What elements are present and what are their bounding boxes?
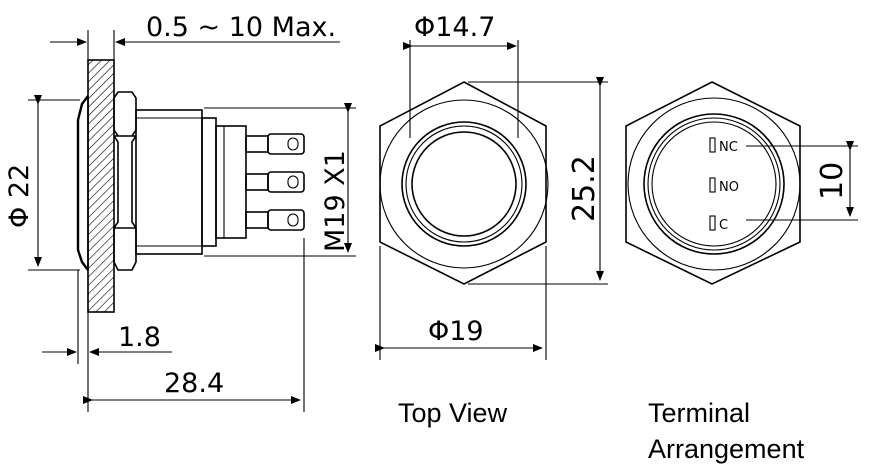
terminal-view: NC NO C 10 Terminal Arrangement	[625, 81, 858, 464]
overall-length-label: 28.4	[164, 368, 224, 399]
flange-thickness-label: 1.8	[118, 322, 161, 353]
thread-label: M19 X1	[320, 150, 351, 252]
bezel-ring	[401, 121, 527, 247]
top-outer-diameter-label: Φ14.7	[414, 12, 495, 43]
side-view: Φ 22 M19 X1 0.5 ~ 10 Max. 1.8 28.4	[4, 12, 356, 412]
nut	[113, 91, 137, 271]
terminal-caption-line1: Terminal	[648, 398, 750, 428]
terminal-nc: NC	[719, 140, 738, 155]
terminal-c: C	[719, 218, 728, 233]
terminal-pins	[245, 133, 305, 231]
terminal-pitch-label: 10	[815, 162, 850, 200]
hex-nut-outline	[379, 81, 547, 285]
hex-across-corners-label: 25.2	[567, 155, 602, 222]
top-view-caption: Top View	[398, 398, 508, 428]
terminal-no: NO	[719, 180, 739, 195]
panel-range-label: 0.5 ~ 10 Max.	[146, 12, 336, 43]
head-bezel	[76, 95, 89, 271]
hex-across-flats-label: Φ19	[428, 316, 484, 347]
terminal-hex-outline	[625, 81, 801, 285]
terminal-caption-line2: Arrangement	[648, 434, 805, 464]
top-view: Φ14.7 25.2 Φ19 Top View	[375, 12, 608, 428]
button-face	[411, 131, 517, 237]
panel-section	[87, 59, 115, 313]
head-diameter-label: Φ 22	[4, 164, 35, 228]
switch-body	[135, 109, 203, 255]
